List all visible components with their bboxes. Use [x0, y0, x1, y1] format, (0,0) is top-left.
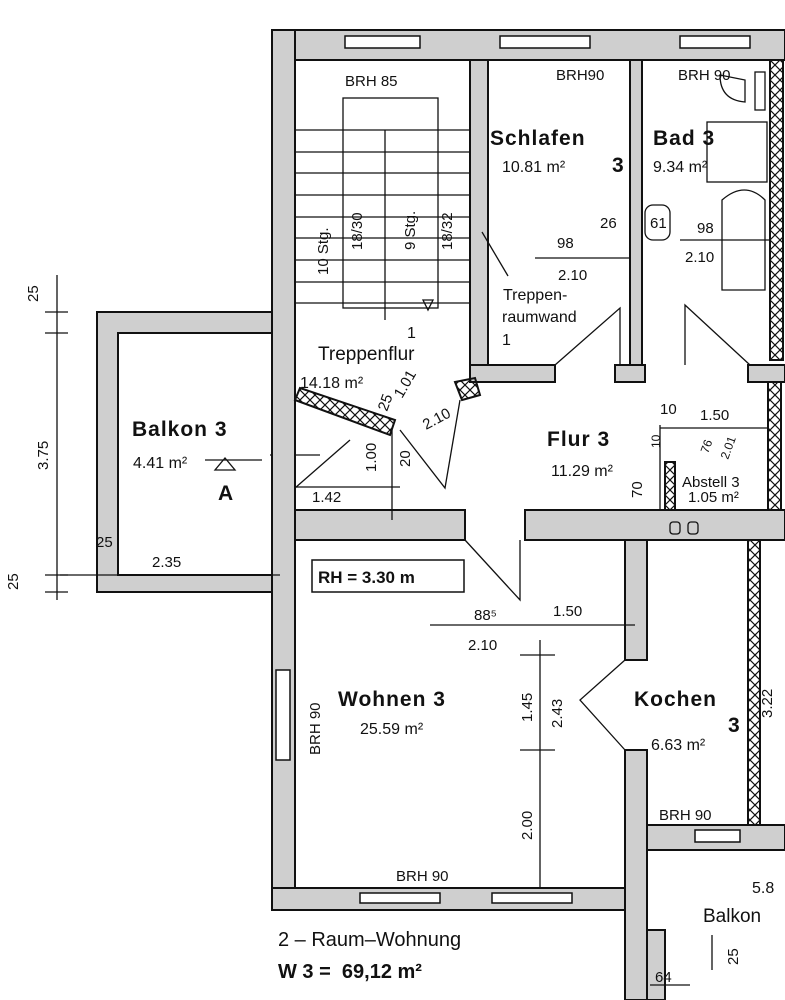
dim-label: 25 [375, 392, 397, 413]
dim-label: 70 [629, 481, 646, 498]
apartment-total-area: W 3 = 69,12 m² [278, 961, 422, 983]
room-area-wohnen: 25.59 m² [360, 721, 424, 738]
brh-stair-label: BRH 85 [345, 73, 398, 90]
dim-label: 3.75 [35, 441, 52, 470]
room-name-kochen: Kochen [634, 688, 717, 711]
brh-wohnen-bottom-label: BRH 90 [396, 868, 449, 885]
brh-kochen-label: BRH 90 [659, 807, 712, 824]
dim-label: 2.43 [549, 699, 566, 728]
room-area-schlafen: 10.81 m² [502, 159, 566, 176]
wall-note: raumwand [502, 309, 577, 326]
dim-label: 25 [725, 948, 742, 965]
dim-label: 98 [557, 235, 574, 252]
dim-label: 1.00 [363, 443, 380, 472]
stair-ratio-right: 18/32 [439, 212, 456, 250]
room-name-treppenflur: Treppenflur [318, 344, 415, 365]
dim-label: 10 [660, 401, 677, 418]
section-marker-icon [205, 456, 262, 471]
staircase [295, 97, 470, 320]
dim-label: 3.22 [759, 689, 776, 718]
room-name-wohnen: Wohnen 3 [338, 688, 446, 711]
brh-wohnen-left-label: BRH 90 [307, 702, 324, 755]
apartment-type: 2 – Raum–Wohnung [278, 929, 461, 951]
bathroom-fixtures [644, 71, 768, 535]
walls [271, 29, 785, 1000]
dim-label: 2.10 [685, 249, 714, 266]
dim-label: 10 [649, 434, 663, 448]
door-swings [294, 231, 751, 751]
dim-label: 88⁵ [474, 607, 497, 624]
brh-schlafen-label: BRH90 [556, 67, 604, 84]
room-num-treppenflur: 1 [407, 325, 416, 342]
room-area-kochen: 6.63 m² [651, 737, 706, 754]
dim-label: 2.10 [468, 637, 497, 654]
dim-label: 61 [650, 215, 667, 232]
dim-label: 2.10 [420, 405, 454, 434]
dim-label: 26 [600, 215, 617, 232]
room-name-bad: Bad 3 [653, 127, 715, 150]
wall-note: 1 [502, 332, 511, 349]
dim-label: 1.45 [519, 693, 536, 722]
stair-ratio-left: 18/30 [349, 212, 366, 250]
dim-label: 25 [5, 573, 22, 590]
dim-label: 1.01 [391, 367, 420, 401]
room-area-balkon-right: 5.8 [752, 880, 774, 897]
dim-label: 1.50 [553, 603, 582, 620]
dimension-lines [45, 239, 770, 986]
dim-label: 20 [397, 450, 414, 467]
room-name-balkon-right: Balkon [703, 906, 761, 927]
ceiling-height-label: RH = 3.30 m [318, 568, 415, 587]
stair-count-right: 9 Stg. [402, 211, 419, 250]
dim-label: 2.01 [718, 434, 739, 461]
brh-bad-label: BRH 90 [678, 67, 731, 84]
room-area-flur: 11.29 m² [551, 463, 614, 480]
dim-label: 2.00 [519, 811, 536, 840]
room-area-balkon: 4.41 m² [133, 455, 188, 472]
room-num-kochen: 3 [728, 714, 741, 737]
dim-label: 98 [697, 220, 714, 237]
dim-label: 64 [655, 969, 672, 986]
room-num-schlafen: 3 [612, 154, 625, 177]
dim-label: 2.35 [152, 554, 181, 571]
section-marker-label: A [218, 482, 234, 505]
ceiling-height-box [311, 559, 465, 593]
dim-label: 25 [25, 285, 42, 302]
room-area-treppenflur: 14.18 m² [300, 375, 364, 392]
room-name-abstell: Abstell 3 [682, 474, 740, 491]
room-name-flur: Flur 3 [547, 428, 610, 451]
stair-count-left: 10 Stg. [315, 227, 332, 275]
dim-label: 25 [96, 534, 113, 551]
dim-label: 76 [698, 437, 716, 455]
room-area-abstell: 1.05 m² [688, 489, 739, 506]
dim-label: 1.42 [312, 489, 341, 506]
dim-label: 1.50 [700, 407, 729, 424]
room-area-bad: 9.34 m² [653, 159, 708, 176]
room-name-schlafen: Schlafen [490, 127, 586, 150]
wall-note: Treppen- [503, 287, 567, 304]
dim-label: 2.10 [558, 267, 587, 284]
room-name-balkon: Balkon 3 [132, 418, 228, 441]
